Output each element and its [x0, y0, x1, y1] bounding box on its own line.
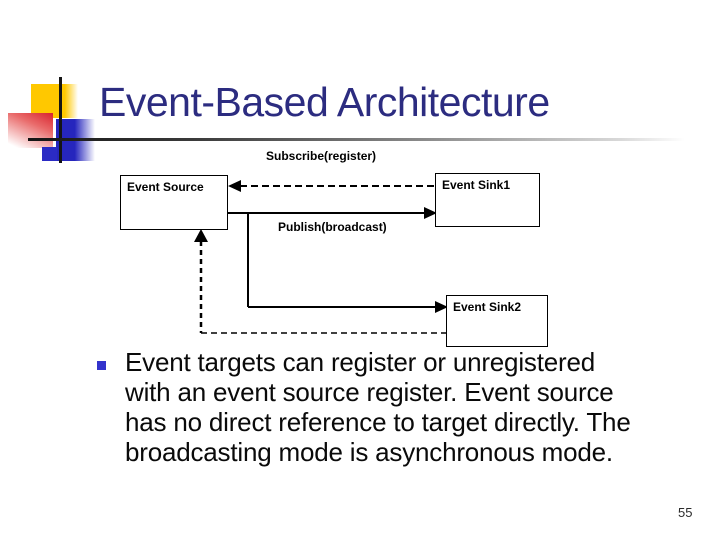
publish-arrowhead-right — [424, 207, 437, 219]
decor-blue-small-square — [42, 147, 57, 161]
decor-yellow-square — [31, 84, 78, 118]
publish-label: Publish(broadcast) — [278, 220, 387, 234]
event-sink2-label: Event Sink2 — [453, 300, 522, 314]
bullet-paragraph: Event targets can register or unregister… — [125, 347, 631, 467]
bullet-line: has no direct reference to target direct… — [125, 407, 631, 437]
title-divider-line — [28, 138, 685, 141]
slide-title: Event-Based Architecture — [99, 79, 550, 125]
event-sink2-box: Event Sink2 — [446, 295, 548, 347]
event-sink1-box: Event Sink1 — [435, 173, 540, 227]
event-source-label: Event Source — [127, 180, 204, 194]
sink2-arrowhead-right — [435, 301, 448, 313]
subscribe-arrowhead-left — [228, 180, 241, 192]
event-source-box: Event Source — [120, 175, 228, 230]
bullet-marker — [97, 361, 106, 370]
page-number: 55 — [678, 505, 693, 520]
event-sink1-label: Event Sink1 — [442, 178, 511, 192]
bullet-line: broadcasting mode is asynchronous mode. — [125, 437, 613, 467]
subscribe-arrowhead-up — [194, 229, 208, 242]
bullet-line: with an event source register. Event sou… — [125, 377, 614, 407]
decor-red-square — [8, 113, 53, 148]
subscribe-label: Subscribe(register) — [266, 149, 377, 163]
bullet-line: Event targets can register or unregister… — [125, 347, 595, 377]
decor-vertical-line — [59, 77, 62, 163]
